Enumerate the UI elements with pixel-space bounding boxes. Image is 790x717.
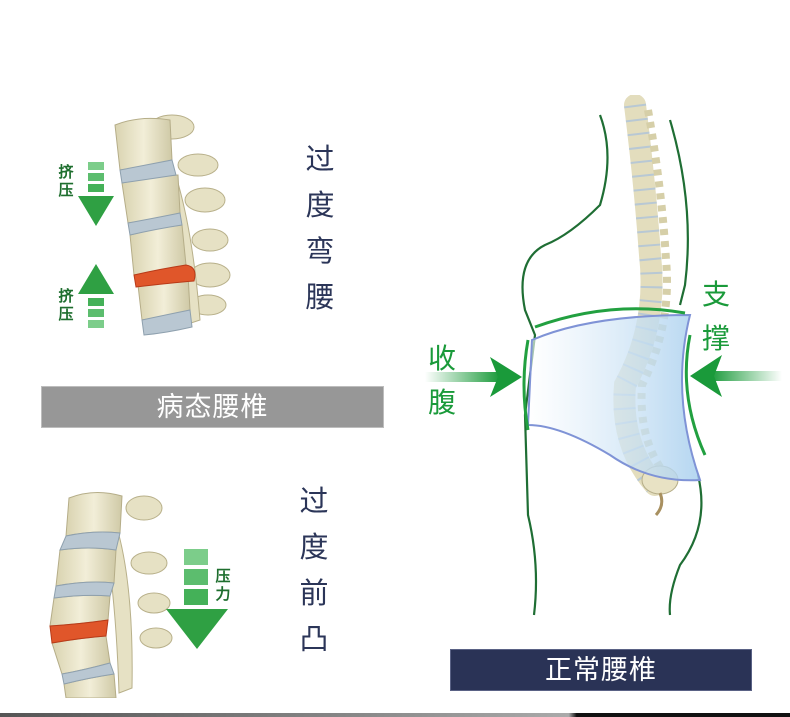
pressure-label: 压 力	[213, 567, 233, 603]
body-outline-front	[521, 114, 609, 616]
label-char: 支	[701, 278, 730, 311]
label-char: 压	[215, 567, 231, 585]
caption-char: 腰	[305, 280, 335, 314]
normal-spine-illustration	[425, 95, 782, 616]
caption-excessive-bending: 过 度 弯 腰	[300, 136, 340, 320]
caption-char: 弯	[305, 234, 335, 268]
herniated-disc	[49, 619, 109, 644]
compression-arrow-down-icon	[78, 162, 114, 226]
caption-char: 过	[299, 484, 329, 518]
label-char: 压	[58, 181, 74, 199]
label-support: 支 撑	[698, 273, 734, 361]
label-char: 收	[427, 342, 456, 375]
banner-normal-spine: 正常腰椎	[450, 649, 752, 691]
spine-illustration-bending	[114, 114, 231, 336]
support-belt	[526, 313, 702, 482]
label-tighten-abdomen: 收 腹	[424, 337, 460, 425]
pressure-arrow-down-icon	[166, 549, 228, 649]
spine-illustration-lordosis	[49, 492, 173, 698]
caption-char: 度	[305, 188, 335, 222]
compression-label-bottom: 挤 压	[56, 287, 76, 323]
label-char: 腹	[427, 386, 456, 419]
label-char: 挤	[58, 287, 74, 305]
caption-char: 凸	[299, 622, 329, 656]
body-outline-back	[668, 119, 689, 306]
label-char: 压	[58, 305, 74, 323]
caption-char: 过	[305, 142, 335, 176]
caption-char: 前	[299, 576, 329, 610]
inward-arrow-left-icon	[690, 355, 782, 397]
herniated-disc	[133, 264, 196, 288]
label-char: 力	[215, 585, 231, 603]
label-char: 撑	[701, 322, 730, 355]
label-char: 挤	[58, 163, 74, 181]
caption-char: 度	[299, 530, 329, 564]
compression-arrow-up-icon	[78, 264, 114, 328]
banner-abnormal-spine: 病态腰椎	[41, 386, 384, 428]
inward-arrow-right-icon	[425, 357, 522, 397]
bottom-edge-strip	[0, 713, 790, 717]
caption-excessive-lordosis: 过 度 前 凸	[294, 478, 334, 662]
compression-label-top: 挤 压	[56, 163, 76, 199]
